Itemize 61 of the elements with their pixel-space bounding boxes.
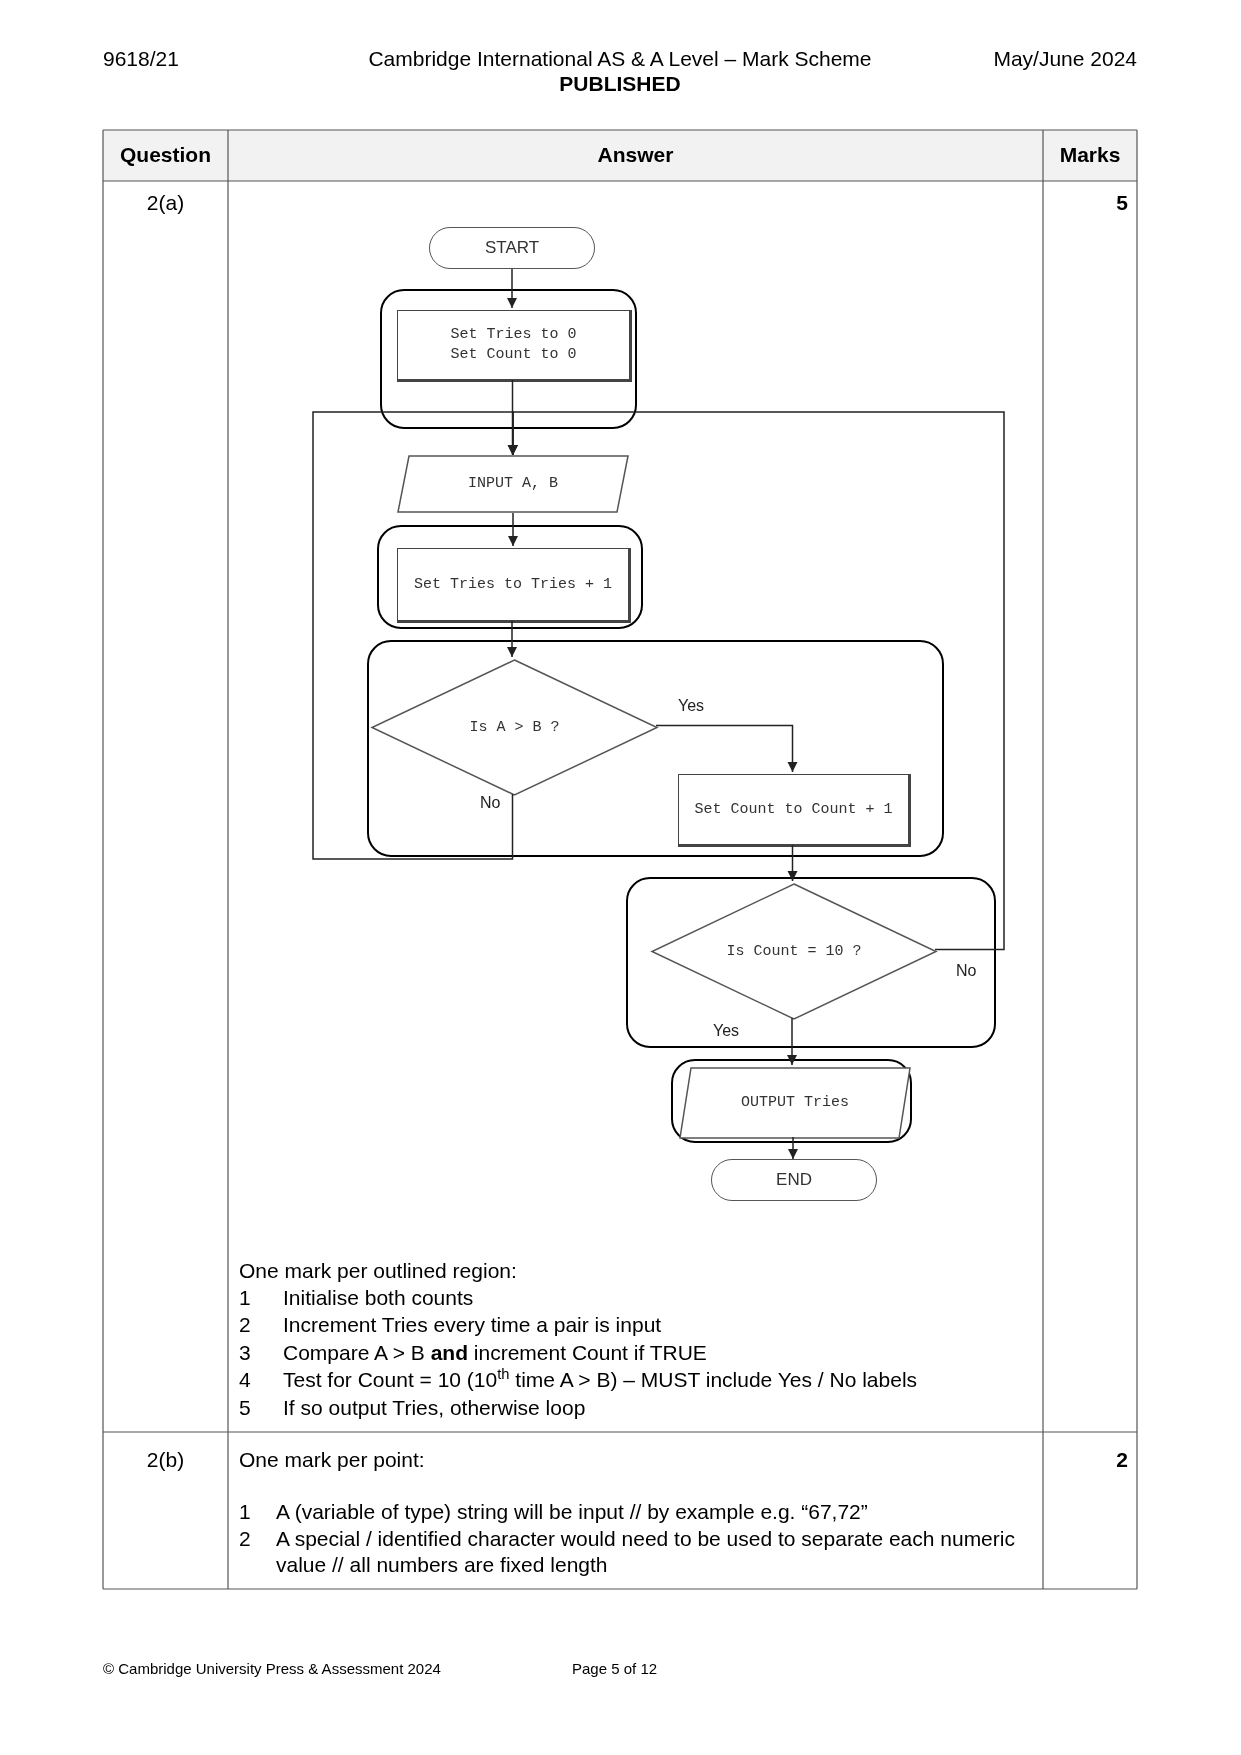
- marks-value: 5: [1115, 190, 1128, 216]
- answer-text: One mark per point:: [239, 1447, 425, 1473]
- outlined-region: [671, 1059, 912, 1143]
- list-number: 1: [239, 1499, 251, 1525]
- node-text: END: [776, 1170, 812, 1190]
- arrow: [787, 1136, 799, 1160]
- process-box: [397, 310, 632, 382]
- copyright-text: © Cambridge University Press & Assessment 2024: [103, 1659, 441, 1679]
- list-number: 2: [239, 1312, 251, 1338]
- question-number: 2(a): [145, 190, 186, 216]
- column-header: Marks: [1058, 142, 1122, 168]
- input-output-box: [679, 1067, 911, 1139]
- answer-text: Compare A > B and increment Count if TRUE: [283, 1340, 707, 1366]
- page-number: Page 5 of 12: [572, 1659, 658, 1679]
- arrow: [655, 724, 798, 773]
- answer-text: Increment Tries every time a pair is input: [283, 1312, 662, 1338]
- arrow: [786, 1017, 798, 1066]
- decision-diamond: [651, 883, 937, 1020]
- node-text: Is A > B ?: [469, 717, 560, 738]
- page-heading: Cambridge International AS & A Level – Mark Scheme: [367, 46, 873, 72]
- answer-text: One mark per outlined region:: [239, 1258, 517, 1284]
- session-text: May/June 2024: [992, 46, 1137, 72]
- arrow: [507, 512, 519, 547]
- question-number: 2(b): [145, 1447, 186, 1473]
- answer-text: Test for Count = 10 (10$^{th}$ time A > B) – MUST include Yes / No labels: [283, 1367, 918, 1393]
- terminator-box: [429, 227, 595, 269]
- terminator-box: [711, 1159, 877, 1201]
- answer-text: A (variable of type) string will be input // by example e.g. “67,72”: [276, 1499, 868, 1525]
- outlined-region: [367, 640, 944, 857]
- column-header: Question: [119, 142, 212, 168]
- list-number: 1: [239, 1285, 251, 1311]
- node-text: Set Tries to Tries + 1: [413, 574, 612, 595]
- status-text: PUBLISHED: [558, 71, 682, 97]
- list-number: 4: [239, 1367, 251, 1393]
- node-text: Set Tries to 0: [450, 325, 577, 345]
- arrow: [507, 411, 1005, 951]
- list-number: 3: [239, 1340, 251, 1366]
- node-text: Set Count to Count + 1: [694, 799, 893, 820]
- node-text: INPUT A, B: [468, 474, 558, 494]
- answer-text: If so output Tries, otherwise loop: [283, 1395, 586, 1421]
- paper-code: 9618/21: [103, 46, 179, 72]
- list-number: 5: [239, 1395, 251, 1421]
- process-box: [678, 774, 911, 847]
- input-output-box: [397, 455, 629, 513]
- arrow: [506, 268, 518, 309]
- answer-text: A special / identified character would need to be used to separate each numeric value // all numbers are fixed length: [276, 1526, 1016, 1578]
- node-text: Set Count to 0: [450, 345, 577, 365]
- outlined-region: [380, 289, 637, 429]
- node-text: Is Count = 10 ?: [726, 941, 862, 962]
- node-text: OUTPUT Tries: [741, 1093, 849, 1113]
- column-header: Answer: [596, 142, 675, 168]
- decision-diamond: [371, 659, 658, 796]
- outlined-region: [626, 877, 996, 1048]
- process-box: [397, 548, 631, 623]
- arrow: [506, 620, 518, 658]
- node-text: START: [484, 238, 540, 258]
- outlined-region: [377, 525, 643, 629]
- marks-value: 2: [1115, 1447, 1128, 1473]
- arrow: [787, 844, 798, 882]
- answer-text: Initialise both counts: [283, 1285, 474, 1311]
- list-number: 2: [239, 1526, 251, 1552]
